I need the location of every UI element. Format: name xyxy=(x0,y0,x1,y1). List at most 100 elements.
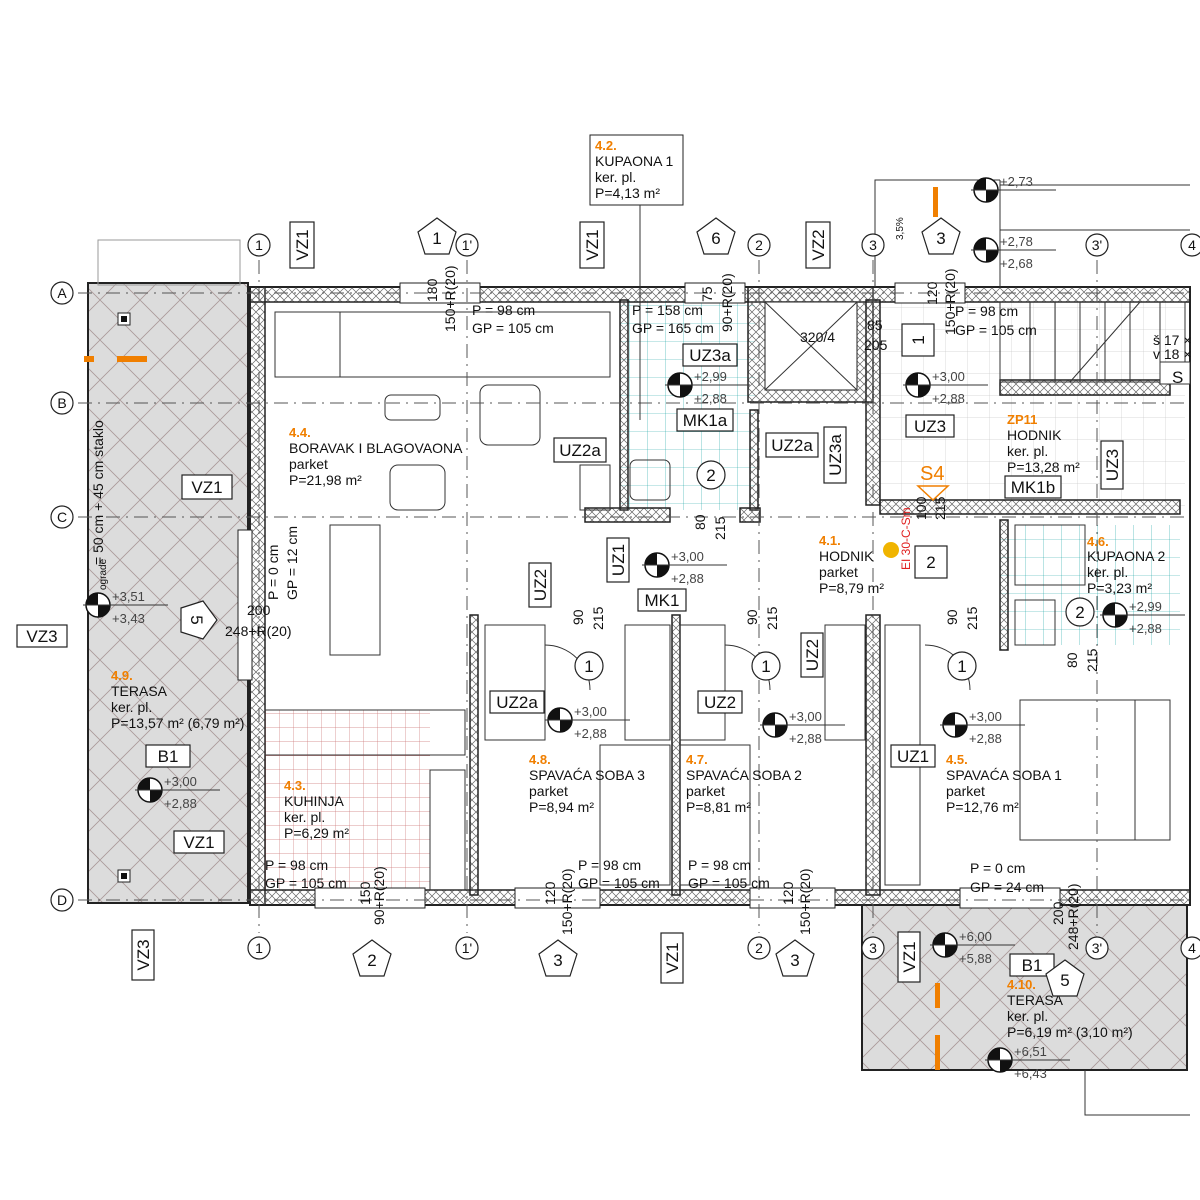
svg-text:1: 1 xyxy=(584,657,593,676)
level-marker: +3,00+2,88 xyxy=(545,704,630,741)
staircase xyxy=(999,301,1191,385)
svg-text:5: 5 xyxy=(187,615,206,624)
window-type-marker: 5 xyxy=(1045,959,1085,997)
svg-text:+2,73: +2,73 xyxy=(1000,174,1033,189)
svg-text:+3,00: +3,00 xyxy=(932,369,965,384)
svg-text:MK1a: MK1a xyxy=(683,411,728,430)
window-type-marker: 1 xyxy=(417,217,457,255)
svg-text:+2,88: +2,88 xyxy=(789,731,822,746)
svg-text:UZ2: UZ2 xyxy=(704,693,736,712)
svg-text:75: 75 xyxy=(699,286,715,302)
svg-text:+6,43: +6,43 xyxy=(1014,1066,1047,1081)
svg-text:A: A xyxy=(57,285,67,301)
level-marker: +3,00 +2,88 xyxy=(135,774,220,811)
window-type-marker: 6 xyxy=(696,217,736,255)
window-type-marker: 5 xyxy=(180,600,218,640)
room-label-kupaona-2: 4.6.KUPAONA 2 ker. pl.P=3,23 m² xyxy=(1087,534,1166,596)
svg-text:P = 98 cm: P = 98 cm xyxy=(688,857,751,873)
svg-text:TERASA: TERASA xyxy=(111,683,168,699)
svg-text:80: 80 xyxy=(692,514,708,530)
svg-text:ker. pl.: ker. pl. xyxy=(111,699,152,715)
svg-text:P=4,13 m²: P=4,13 m² xyxy=(595,185,660,201)
svg-text:P=12,76 m²: P=12,76 m² xyxy=(946,799,1019,815)
svg-text:parket: parket xyxy=(686,783,725,799)
svg-text:4.9.: 4.9. xyxy=(111,668,133,683)
svg-text:+2,88: +2,88 xyxy=(574,726,607,741)
svg-text:+2,88: +2,88 xyxy=(932,391,965,406)
svg-text:3: 3 xyxy=(790,951,799,970)
svg-text:+2,88: +2,88 xyxy=(164,796,197,811)
svg-text:248+R(20): 248+R(20) xyxy=(1065,883,1081,950)
dimension-labels: 180 150+R(20) 75 90+R(20) 120 150+R(20) … xyxy=(225,265,1100,950)
svg-text:ker. pl.: ker. pl. xyxy=(1007,443,1048,459)
level-marker: +3,51+3,43 xyxy=(83,589,168,626)
svg-text:2: 2 xyxy=(755,237,763,253)
svg-text:120: 120 xyxy=(780,881,796,905)
svg-text:+2,88: +2,88 xyxy=(969,731,1002,746)
svg-text:6: 6 xyxy=(711,229,720,248)
furniture xyxy=(264,311,1171,891)
level-marker: +2,73 xyxy=(971,174,1056,203)
room-label-terasa-bottom: 4.10.TERASA ker. pl.P=6,19 m² (3,10 m²) xyxy=(1007,977,1133,1040)
svg-text:P=3,23 m²: P=3,23 m² xyxy=(1087,580,1152,596)
svg-text:P=13,57 m² (6,79 m²): P=13,57 m² (6,79 m²) xyxy=(111,715,244,731)
svg-text:P = 158 cm: P = 158 cm xyxy=(632,302,703,318)
svg-text:P = 98 cm: P = 98 cm xyxy=(578,857,641,873)
svg-text:VZ1: VZ1 xyxy=(663,942,682,973)
svg-text:C: C xyxy=(57,509,67,525)
svg-text:UZ1: UZ1 xyxy=(609,544,628,576)
svg-text:UZ2a: UZ2a xyxy=(771,436,813,455)
svg-text:VZ3: VZ3 xyxy=(134,939,153,970)
svg-text:P=8,94 m²: P=8,94 m² xyxy=(529,799,594,815)
svg-text:EI 30-C-Sm: EI 30-C-Sm xyxy=(899,507,913,570)
svg-text:+2,88: +2,88 xyxy=(1129,621,1162,636)
svg-text:+3,00: +3,00 xyxy=(671,549,704,564)
level-marker: +2,78+2,68 xyxy=(971,234,1056,271)
svg-text:2: 2 xyxy=(706,466,715,485)
svg-text:248+R(20): 248+R(20) xyxy=(225,623,292,639)
svg-text:SPAVAĆA SOBA 1: SPAVAĆA SOBA 1 xyxy=(946,767,1062,783)
svg-text:TERASA: TERASA xyxy=(1007,992,1064,1008)
svg-text:P = 98 cm: P = 98 cm xyxy=(472,302,535,318)
svg-text:3: 3 xyxy=(869,940,877,956)
svg-text:GP = 105 cm: GP = 105 cm xyxy=(688,875,770,891)
svg-text:120: 120 xyxy=(542,881,558,905)
svg-text:100: 100 xyxy=(913,496,929,520)
svg-text:215: 215 xyxy=(1084,648,1100,672)
svg-text:parket: parket xyxy=(289,456,328,472)
svg-text:v 18 ×: v 18 × xyxy=(1153,346,1192,362)
svg-text:+3,00: +3,00 xyxy=(164,774,197,789)
svg-text:ker. pl.: ker. pl. xyxy=(284,809,325,825)
svg-text:215: 215 xyxy=(590,606,606,630)
svg-text:3: 3 xyxy=(553,951,562,970)
svg-text:1: 1 xyxy=(957,657,966,676)
svg-text:GP = 105 cm: GP = 105 cm xyxy=(955,322,1037,338)
svg-text:1': 1' xyxy=(462,940,472,956)
svg-text:4.8.: 4.8. xyxy=(529,752,551,767)
svg-text:UZ2: UZ2 xyxy=(531,569,550,601)
svg-text:150: 150 xyxy=(357,881,373,905)
svg-text:KUPAONA 1: KUPAONA 1 xyxy=(595,153,674,169)
svg-text:200: 200 xyxy=(247,602,271,618)
window-type-marker: 3 xyxy=(921,217,961,255)
svg-text:2: 2 xyxy=(755,940,763,956)
room-label-kuhinja: 4.3.KUHINJA ker. pl.P=6,29 m² xyxy=(284,778,349,841)
svg-text:+6,51: +6,51 xyxy=(1014,1044,1047,1059)
svg-text:+2,88: +2,88 xyxy=(671,571,704,586)
level-markers: +2,73+2,78+2,68+2,99+2,88+3,00+2,88+3,00… xyxy=(83,174,1185,1081)
svg-text:4.7.: 4.7. xyxy=(686,752,708,767)
svg-text:2: 2 xyxy=(1075,603,1084,622)
svg-text:UZ3: UZ3 xyxy=(914,417,946,436)
svg-text:215: 215 xyxy=(932,496,948,520)
svg-text:= 50 cm + 45 cm staklo: = 50 cm + 45 cm staklo xyxy=(90,420,106,565)
svg-text:parket: parket xyxy=(946,783,985,799)
svg-text:P=6,29 m²: P=6,29 m² xyxy=(284,825,349,841)
svg-text:2: 2 xyxy=(926,553,935,572)
svg-text:GP = 12 cm: GP = 12 cm xyxy=(284,526,300,600)
svg-text:UZ3a: UZ3a xyxy=(689,346,731,365)
svg-text:P = 0 cm: P = 0 cm xyxy=(970,860,1025,876)
svg-text:3: 3 xyxy=(869,237,877,253)
